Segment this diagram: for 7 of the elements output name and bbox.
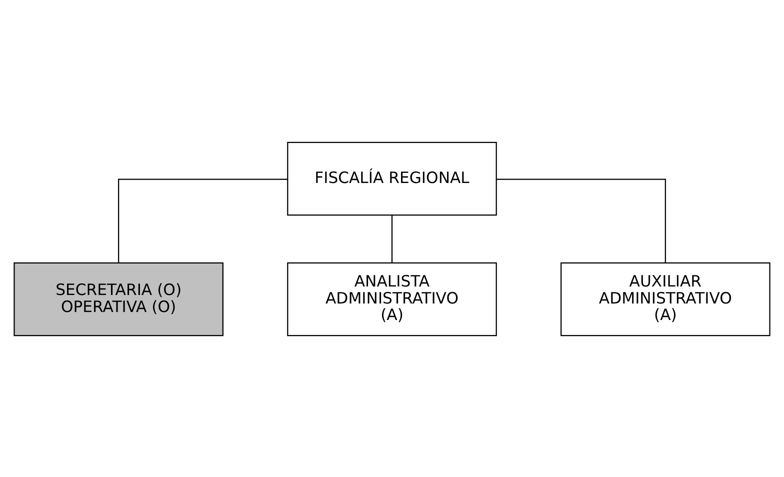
- connector: [496, 178, 666, 262]
- connector: [118, 178, 288, 262]
- node-box: FISCALÍA REGIONAL: [287, 141, 497, 216]
- node-box: AUXILIAR ADMINISTRATIVO (A): [560, 262, 770, 336]
- connector: [391, 214, 393, 262]
- node-box: ANALISTA ADMINISTRATIVO (A): [287, 262, 497, 336]
- node-box: SECRETARIA (O) OPERATIVA (O): [14, 262, 224, 336]
